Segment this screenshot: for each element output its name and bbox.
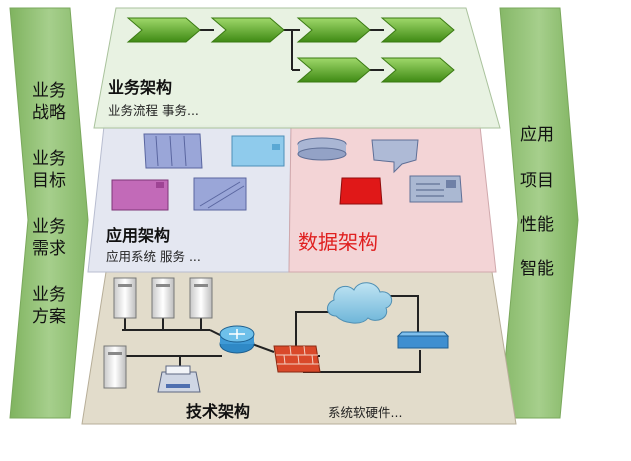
server-icon — [151, 277, 175, 319]
switch-icon — [396, 331, 450, 349]
database-icon — [297, 137, 347, 161]
left-banner-line: 需求 — [32, 239, 66, 259]
application-layer-title: 应用架构 — [106, 226, 171, 245]
left-banner-item: 业务 需求 — [24, 216, 74, 260]
firewall-icon — [273, 345, 321, 373]
left-banner-item: 业务 方案 — [24, 284, 74, 328]
left-banner — [9, 7, 89, 419]
technology-layer-title: 技术架构 — [186, 402, 251, 421]
left-banner-line: 战略 — [32, 103, 66, 123]
left-banner-line: 方案 — [32, 307, 66, 327]
data-block-icon — [339, 177, 383, 205]
cloud-icon — [327, 282, 393, 324]
right-banner-item: 性能 — [520, 215, 554, 235]
right-banner-item: 应用 — [520, 125, 554, 145]
data-layer-title: 数据架构 — [298, 230, 378, 254]
printer-icon — [157, 365, 201, 393]
left-banner-item: 业务 战略 — [24, 80, 74, 124]
application-module-icon — [143, 133, 203, 169]
left-banner-line: 业务 — [32, 285, 66, 305]
server-icon — [189, 277, 213, 319]
right-banner — [499, 7, 579, 419]
process-step-arrow — [296, 17, 371, 43]
left-banner-item: 业务 目标 — [24, 148, 74, 192]
left-banner-line: 业务 — [32, 217, 66, 237]
process-step-arrow — [380, 17, 455, 43]
process-step-arrow — [210, 17, 285, 43]
technology-layer-subtitle: 系统软硬件... — [328, 405, 403, 420]
right-banner-item: 智能 — [520, 259, 554, 279]
business-layer-title: 业务架构 — [108, 78, 173, 97]
process-flow — [126, 17, 455, 83]
router-icon — [219, 325, 255, 354]
application-module-icon — [111, 179, 169, 211]
left-banner-line: 目标 — [32, 171, 66, 191]
left-banner-line: 业务 — [32, 81, 66, 101]
server-icon — [103, 345, 127, 389]
data-icons — [297, 137, 463, 205]
application-layer-subtitle: 应用系统 服务 ... — [106, 249, 201, 264]
process-step-arrow — [380, 57, 455, 83]
business-layer-subtitle: 业务流程 事务... — [108, 103, 199, 118]
application-module-icon — [231, 135, 285, 167]
application-module-icon — [193, 177, 247, 211]
server-icon — [113, 277, 137, 319]
process-step-arrow — [296, 57, 371, 83]
application-icons — [111, 133, 285, 211]
right-banner-item: 项目 — [520, 171, 554, 191]
left-banner-line: 业务 — [32, 149, 66, 169]
process-step-arrow — [126, 17, 201, 43]
document-icon — [371, 139, 419, 174]
form-icon — [409, 175, 463, 203]
